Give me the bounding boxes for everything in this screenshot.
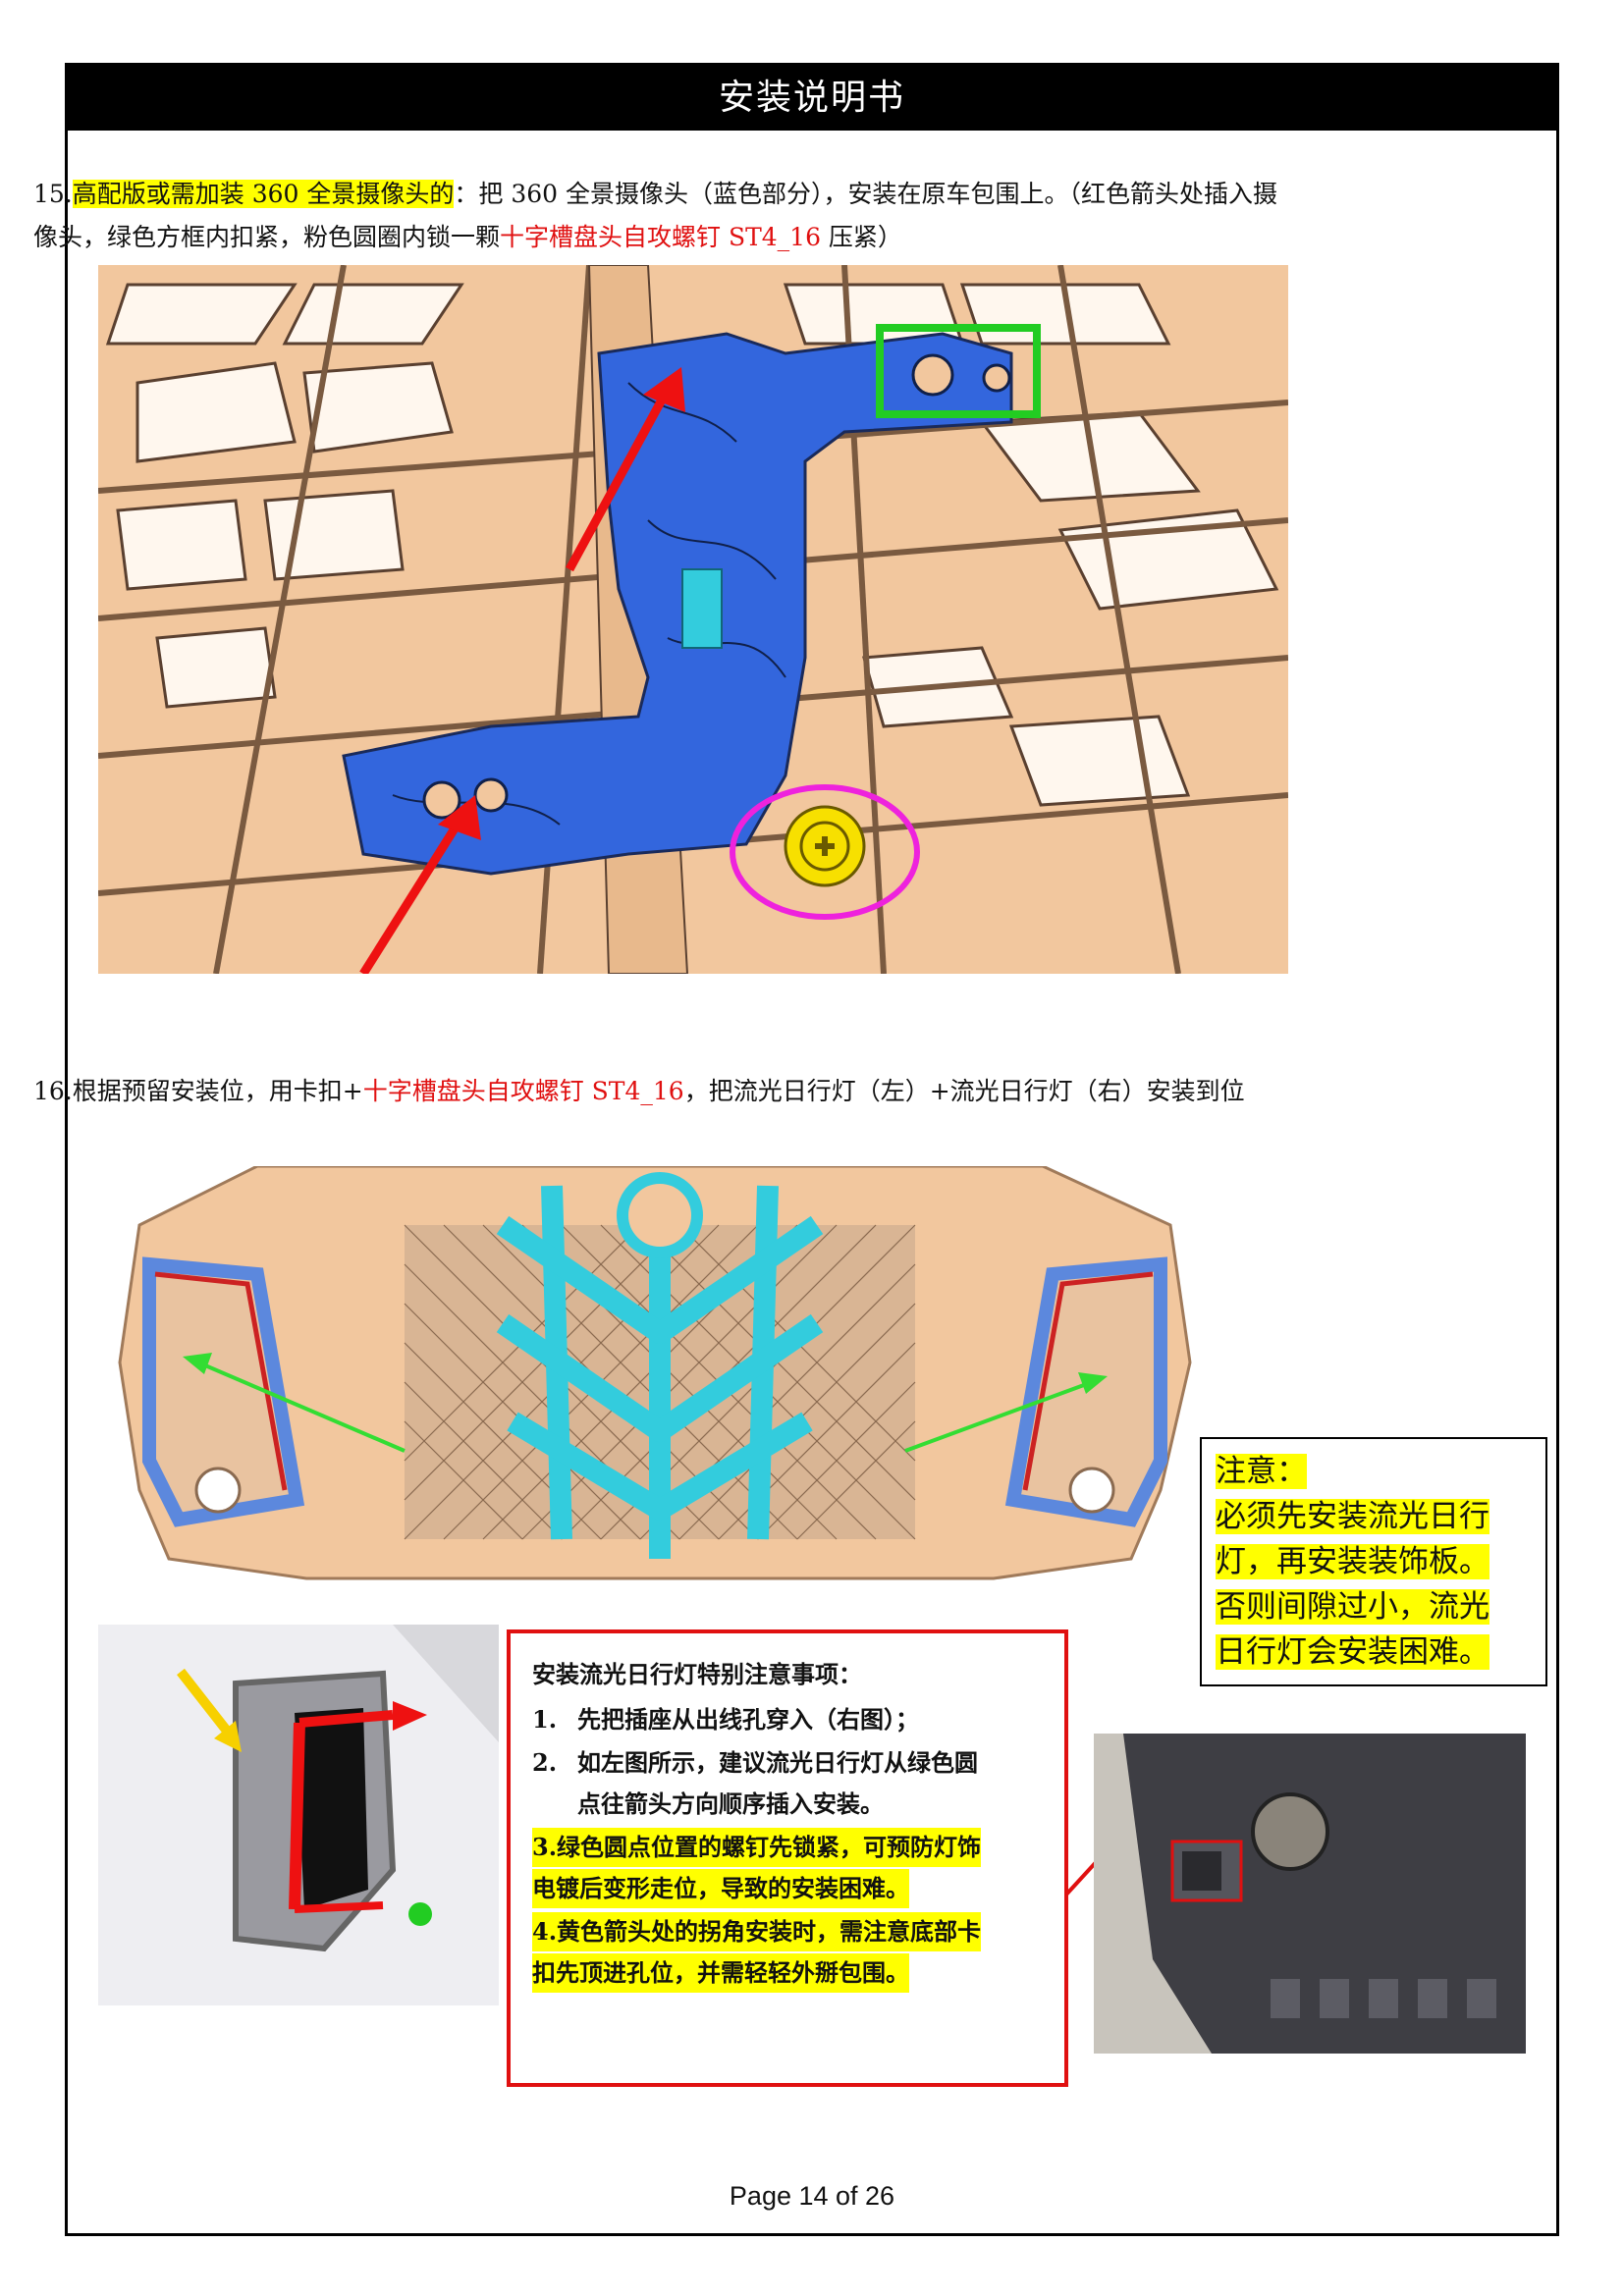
step-15-screw-spec: 十字槽盘头自攻螺钉 ST4_16 <box>500 223 821 251</box>
step-15-text-c: 压紧） <box>820 223 902 251</box>
special-notes-title: 安装流光日行灯特别注意事项： <box>532 1660 862 1688</box>
attention-note: 注意： 必须先安装流光日行 灯，再安装装饰板。 否则间隙过小，流光 日行灯会安装… <box>1200 1437 1547 1686</box>
step-16-screw-spec: 十字槽盘头自攻螺钉 ST4_16 <box>362 1077 684 1105</box>
step-15-highlight: 高配版或需加装 360 全景摄像头的 <box>72 180 455 208</box>
special-note-4-a: 4.黄色箭头处的拐角安装时，需注意底部卡 <box>532 1912 982 1951</box>
page-frame: 安装说明书 <box>65 63 1559 2236</box>
special-note-1-number: 1. <box>532 1705 558 1734</box>
special-note-4-b: 扣先顶进孔位，并需轻轻外掰包围。 <box>532 1953 909 1993</box>
camera-bracket-illustration <box>98 265 1288 974</box>
step-15-text-a: ：把 360 全景摄像头（蓝色部分），安装在原车包围上。（红色箭头处插入摄 <box>454 180 1278 208</box>
special-notes-box: 安装流光日行灯特别注意事项： 1. 先把插座从出线孔穿入（右图）； 2. 如左图所示… <box>507 1629 1068 2087</box>
front-bumper-illustration <box>110 1166 1200 1596</box>
step-15-number: 15. <box>33 180 73 208</box>
special-note-3-b: 电镀后变形走位，导致的安装困难。 <box>532 1869 909 1908</box>
connector-hole-photo <box>1094 1734 1526 2054</box>
page-number: Page 14 of 26 <box>729 2181 895 2211</box>
step-16-prefix: 16.根据预留安装位，用卡扣+ <box>33 1077 363 1105</box>
note-line-4: 日行灯会安装困难。 <box>1216 1634 1489 1670</box>
step-15-text: 15.高配版或需加装 360 全景摄像头的：把 360 全景摄像头（蓝色部分），… <box>33 173 1467 259</box>
note-line-2: 灯，再安装装饰板。 <box>1216 1544 1489 1579</box>
special-note-3-a: 3.绿色圆点位置的螺钉先锁紧，可预防灯饰 <box>532 1828 982 1867</box>
note-label: 注意： <box>1216 1454 1307 1489</box>
step-16-text: 16.根据预留安装位，用卡扣+十字槽盘头自攻螺钉 ST4_16，把流光日行灯（左… <box>33 1070 1467 1113</box>
step-15-text-b: 像头，绿色方框内扣紧，粉色圆圈内锁一颗 <box>33 223 501 251</box>
light-installation-photo <box>98 1625 499 2005</box>
special-note-1: 1. 先把插座从出线孔穿入（右图）； <box>532 1700 919 1739</box>
step-16-suffix: ，把流光日行灯（左）+流光日行灯（右）安装到位 <box>683 1077 1245 1105</box>
special-note-2-number: 2. <box>532 1748 558 1777</box>
note-line-1: 必须先安装流光日行 <box>1216 1499 1489 1534</box>
page-title: 安装说明书 <box>68 66 1556 131</box>
special-note-1-text: 先把插座从出线孔穿入（右图）； <box>577 1705 919 1734</box>
special-note-2-cont: 点往箭头方向顺序插入安装。 <box>577 1789 884 1818</box>
special-note-2-text-a: 如左图所示，建议流光日行灯从绿色圆 <box>577 1748 978 1777</box>
special-note-2: 2. 如左图所示，建议流光日行灯从绿色圆 <box>532 1743 978 1783</box>
note-line-3: 否则间隙过小，流光 <box>1216 1589 1489 1625</box>
